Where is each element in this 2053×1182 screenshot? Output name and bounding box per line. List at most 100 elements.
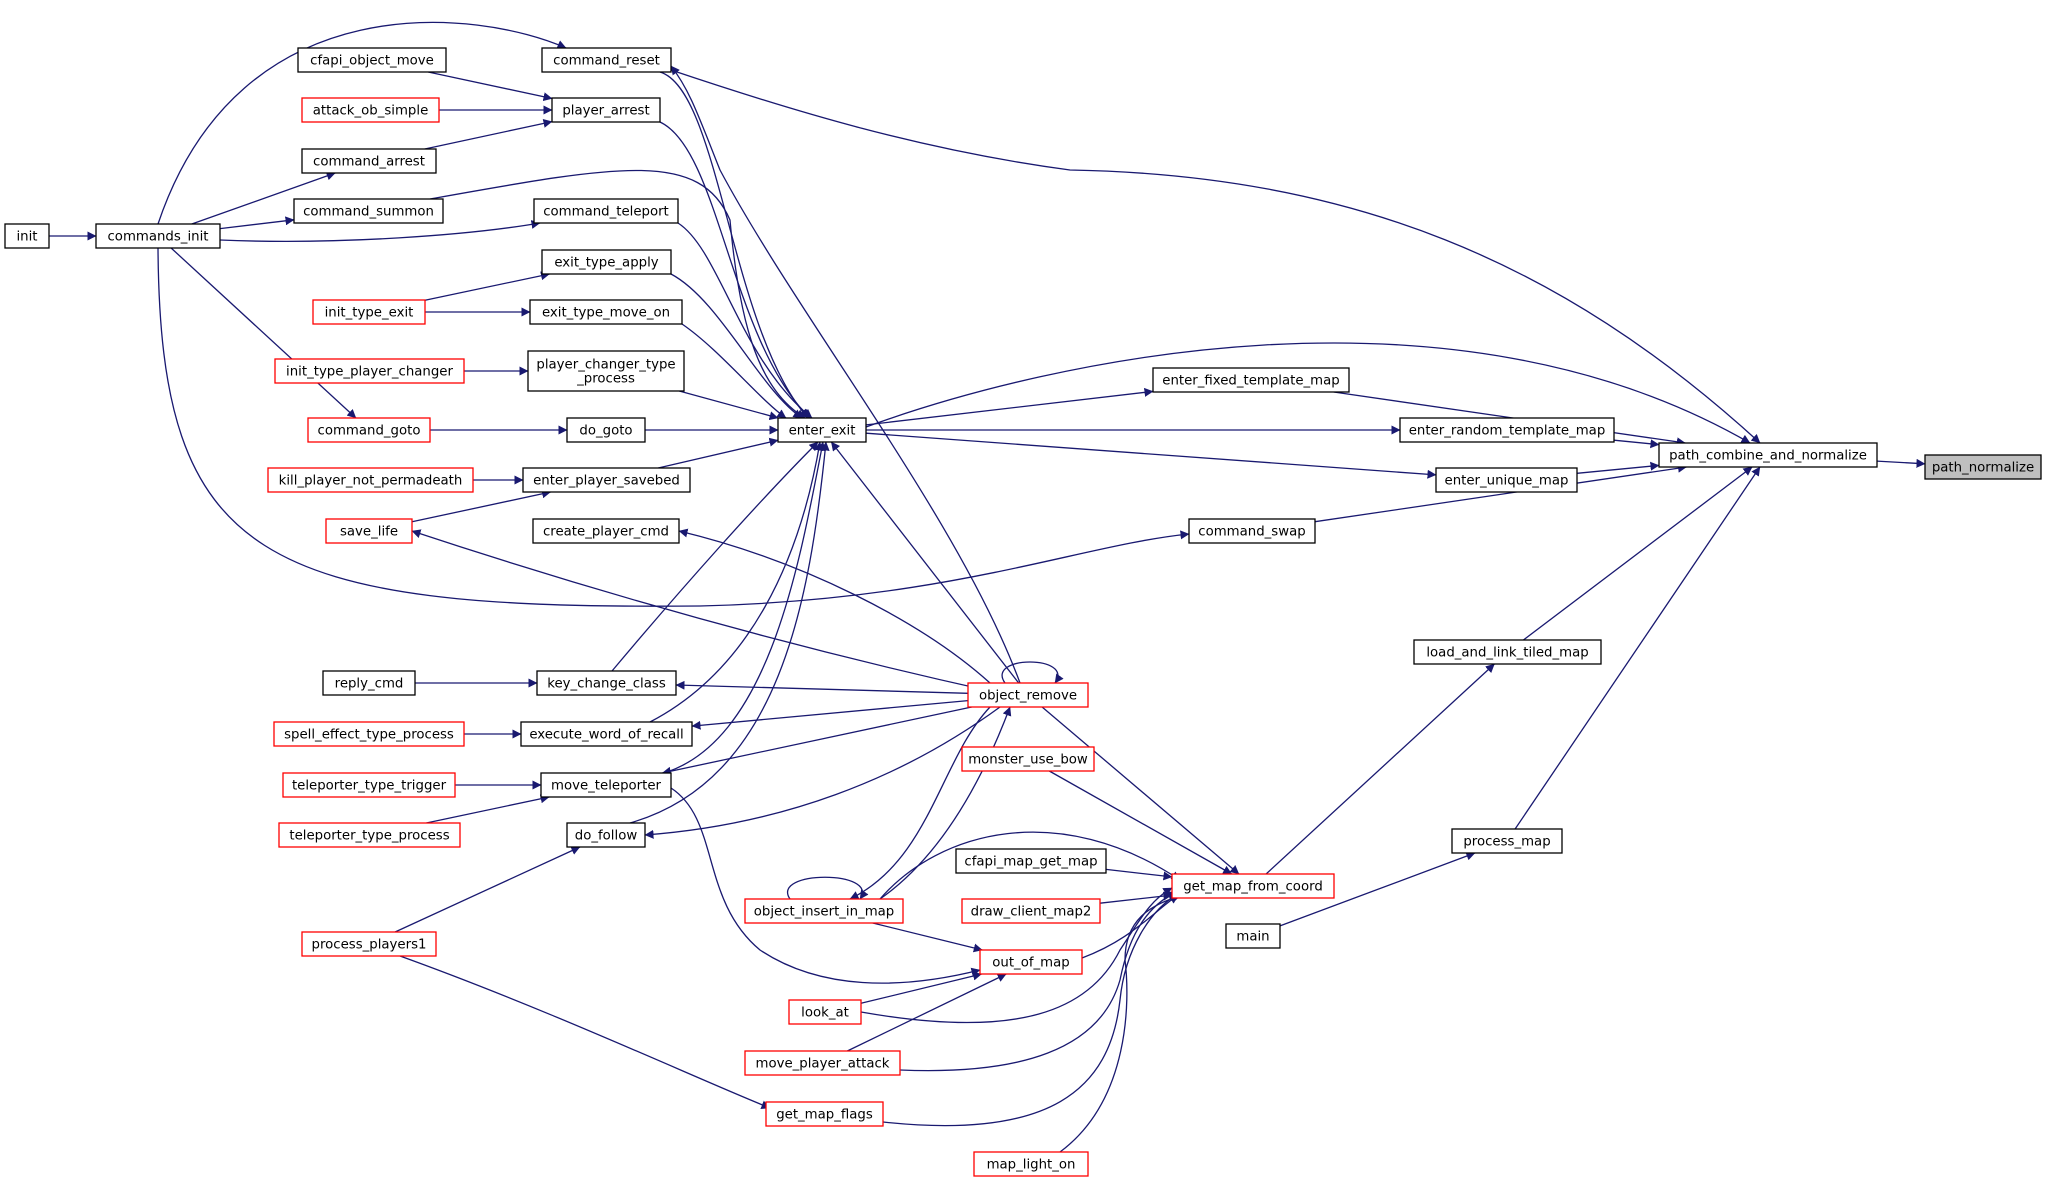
node-move-player-attack[interactable]: move_player_attack: [744, 1050, 901, 1076]
node-command-summon[interactable]: command_summon: [293, 198, 444, 224]
node-enter-player-savebed[interactable]: enter_player_savebed: [522, 467, 691, 493]
node-move-teleporter[interactable]: move_teleporter: [540, 772, 672, 798]
node-label: enter_exit: [789, 424, 856, 439]
node-out-of-map[interactable]: out_of_map: [979, 949, 1083, 975]
node-box: [540, 772, 672, 798]
edge-object-remove-to-create-player-cmd: [678, 528, 991, 684]
node-command-goto[interactable]: command_goto: [307, 417, 431, 443]
node-cfapi-map-get-map[interactable]: cfapi_map_get_map: [955, 848, 1107, 874]
node-path-normalize[interactable]: path_normalize: [1924, 454, 2042, 480]
node-enter-fixed-template-map[interactable]: enter_fixed_template_map: [1152, 367, 1350, 393]
edge-object-insert-in-map-to-object-remove: [879, 706, 1012, 900]
edge-command-reset-to-enter-exit: [659, 71, 809, 419]
node-look-at[interactable]: look_at: [788, 999, 862, 1025]
node-label: create_player_cmd: [543, 525, 669, 540]
node-box: [1451, 828, 1563, 854]
node-label: teleporter_type_trigger: [292, 779, 447, 794]
node-process-map[interactable]: process_map: [1451, 828, 1563, 854]
node-get-map-from-coord[interactable]: get_map_from_coord: [1171, 873, 1335, 899]
edge-process-map-to-path-combine-and-normalize: [1514, 466, 1761, 830]
edge-move-player-attack-to-out-of-map: [847, 973, 1007, 1052]
node-label: command_swap: [1198, 525, 1305, 540]
node-process-players1[interactable]: process_players1: [301, 931, 437, 957]
edge-execute-word-of-recall-to-enter-exit: [649, 441, 824, 723]
edge-object-remove-to-object-remove: [1001, 661, 1064, 684]
node-command-teleport[interactable]: command_teleport: [533, 198, 679, 224]
node-object-remove[interactable]: object_remove: [967, 682, 1089, 708]
node-label: command_goto: [318, 424, 421, 439]
node-box: [297, 47, 447, 73]
node-player-changer-type-process[interactable]: player_changer_type_process: [527, 350, 685, 392]
node-init[interactable]: init: [4, 223, 50, 249]
node-box: [961, 898, 1101, 924]
edge-object-remove-to-do-follow: [644, 706, 1001, 839]
node-box: [541, 47, 672, 73]
node-box: [536, 670, 677, 696]
node-kill-player-not-permadeath[interactable]: kill_player_not_permadeath: [267, 467, 474, 493]
node-path-combine-and-normalize[interactable]: path_combine_and_normalize: [1658, 442, 1878, 468]
node-draw-client-map2[interactable]: draw_client_map2: [961, 898, 1101, 924]
edge-enter-exit-to-path-combine-and-normalize: [865, 342, 1751, 444]
node-map-light-on[interactable]: map_light_on: [973, 1151, 1089, 1177]
node-label: cfapi_object_move: [310, 54, 434, 69]
node-command-reset[interactable]: command_reset: [541, 47, 672, 73]
node-commands-init[interactable]: commands_init: [95, 223, 221, 249]
node-cfapi-object-move[interactable]: cfapi_object_move: [297, 47, 447, 73]
node-label: attack_ob_simple: [313, 104, 429, 119]
node-init-type-exit[interactable]: init_type_exit: [312, 299, 426, 325]
edge-key-change-class-to-enter-exit: [611, 441, 819, 672]
node-label: exit_type_move_on: [542, 306, 670, 321]
edge-commands-init-to-command-summon: [219, 216, 295, 230]
node-teleporter-type-trigger[interactable]: teleporter_type_trigger: [282, 772, 456, 798]
node-player-arrest[interactable]: player_arrest: [551, 97, 661, 123]
node-label: spell_effect_type_process: [284, 728, 454, 743]
edge-load-and-link-tiled-map-to-path-combine-and-normalize: [1523, 466, 1753, 641]
node-enter-random-template-map[interactable]: enter_random_template_map: [1399, 417, 1615, 443]
edge-save-life-to-enter-player-savebed: [411, 489, 552, 523]
node-save-life[interactable]: save_life: [325, 518, 413, 544]
node-init-type-player-changer[interactable]: init_type_player_changer: [274, 358, 465, 384]
edge-do-follow-to-enter-exit: [629, 441, 830, 824]
node-do-follow[interactable]: do_follow: [566, 822, 646, 848]
node-label: command_arrest: [313, 155, 425, 170]
node-attack-ob-simple[interactable]: attack_ob_simple: [301, 97, 440, 123]
node-label: get_map_flags: [776, 1108, 873, 1123]
edge-path-combine-and-normalize-to-path-normalize: [1876, 458, 1926, 468]
node-label: save_life: [340, 525, 398, 540]
node-box: [744, 898, 904, 924]
node-exit-type-move-on[interactable]: exit_type_move_on: [529, 299, 683, 325]
node-label: init: [16, 230, 37, 245]
node-label: monster_use_bow: [968, 753, 1088, 768]
node-label: path_combine_and_normalize: [1669, 449, 1867, 464]
node-enter-exit[interactable]: enter_exit: [777, 417, 867, 443]
node-box: [541, 249, 672, 275]
edge-command-swap-to-path-combine-and-normalize: [1314, 463, 1687, 523]
node-do-goto[interactable]: do_goto: [566, 417, 646, 443]
node-spell-effect-type-process[interactable]: spell_effect_type_process: [273, 721, 465, 747]
node-label: key_change_class: [547, 677, 666, 692]
node-reply-cmd[interactable]: reply_cmd: [322, 670, 416, 696]
node-teleporter-type-process[interactable]: teleporter_type_process: [278, 822, 461, 848]
node-command-arrest[interactable]: command_arrest: [301, 148, 437, 174]
node-label: init_type_player_changer: [286, 365, 453, 380]
edge-enter-player-savebed-to-enter-exit: [658, 437, 779, 469]
edge-object-remove-to-save-life: [411, 529, 991, 692]
node-box: [293, 198, 444, 224]
node-create-player-cmd[interactable]: create_player_cmd: [532, 518, 680, 544]
node-object-insert-in-map[interactable]: object_insert_in_map: [744, 898, 904, 924]
node-main[interactable]: main: [1225, 923, 1281, 949]
node-get-map-flags[interactable]: get_map_flags: [765, 1101, 884, 1127]
node-execute-word-of-recall[interactable]: execute_word_of_recall: [520, 721, 693, 747]
node-box: [967, 682, 1089, 708]
edge-look-at-to-out-of-map: [860, 971, 983, 1004]
node-key-change-class[interactable]: key_change_class: [536, 670, 677, 696]
node-monster-use-bow[interactable]: monster_use_bow: [961, 746, 1095, 772]
node-box: [1413, 639, 1602, 665]
node-label: get_map_from_coord: [1183, 880, 1323, 895]
node-command-swap[interactable]: command_swap: [1188, 518, 1316, 544]
node-box: [1399, 417, 1615, 443]
node-exit-type-apply[interactable]: exit_type_apply: [541, 249, 672, 275]
node-enter-unique-map[interactable]: enter_unique_map: [1435, 467, 1578, 493]
node-box: [1225, 923, 1281, 949]
node-load-and-link-tiled-map[interactable]: load_and_link_tiled_map: [1413, 639, 1602, 665]
